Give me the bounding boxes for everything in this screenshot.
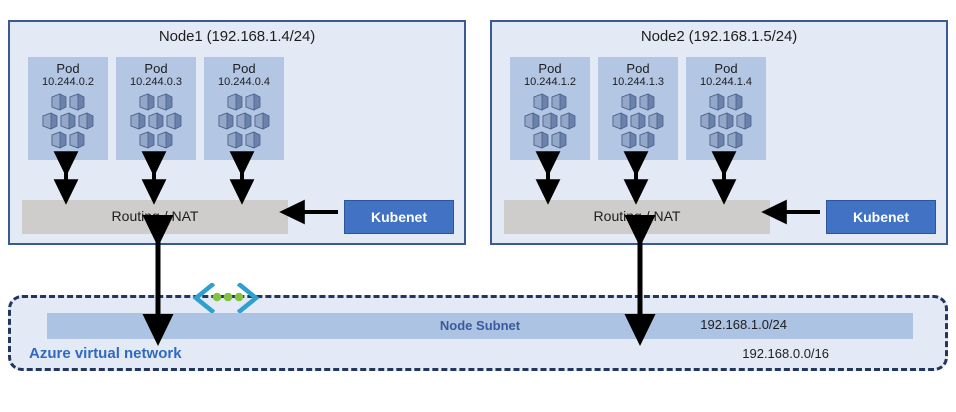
pod-ip: 10.244.1.3	[612, 76, 664, 88]
pod-label: Pod	[232, 61, 256, 76]
node-panel-node2: Node2 (192.168.1.5/24) Pod 10.244.1.2 Po…	[490, 20, 948, 245]
azure-virtual-network-panel: Node Subnet 192.168.1.0/24 Azure virtual…	[8, 295, 948, 371]
chevron-dots-icon	[192, 283, 260, 313]
pod-box: Pod 10.244.1.2	[510, 57, 590, 160]
pod-cluster-icon	[42, 93, 94, 149]
kubenet-label: Kubenet	[853, 209, 909, 225]
pod-label: Pod	[714, 61, 738, 76]
kubenet-box[interactable]: Kubenet	[826, 200, 936, 234]
kubenet-box[interactable]: Kubenet	[344, 200, 454, 234]
pod-cluster-icon	[524, 93, 576, 149]
pod-box: Pod 10.244.1.4	[686, 57, 766, 160]
pod-cluster-icon	[700, 93, 752, 149]
pod-box: Pod 10.244.0.2	[28, 57, 108, 160]
azure-vnet-cidr: 192.168.0.0/16	[742, 346, 829, 361]
node-title: Node2 (192.168.1.5/24)	[640, 28, 798, 45]
node-subnet-band: Node Subnet 192.168.1.0/24	[47, 313, 913, 339]
kubenet-label: Kubenet	[371, 209, 427, 225]
pod-ip: 10.244.0.3	[130, 76, 182, 88]
pod-ip: 10.244.1.2	[524, 76, 576, 88]
pod-ip: 10.244.1.4	[700, 76, 752, 88]
node-subnet-cidr: 192.168.1.0/24	[700, 317, 787, 332]
node-panel-node1: Node1 (192.168.1.4/24) Pod 10.244.0.2 Po…	[8, 20, 466, 245]
routing-nat-box: Routing / NAT	[22, 200, 288, 234]
node-subnet-label: Node Subnet	[439, 318, 521, 333]
routing-nat-box: Routing / NAT	[504, 200, 770, 234]
routing-nat-label: Routing / NAT	[593, 208, 681, 224]
pod-ip: 10.244.0.2	[42, 76, 94, 88]
pod-label: Pod	[56, 61, 80, 76]
pod-label: Pod	[144, 61, 168, 76]
pod-box: Pod 10.244.0.4	[204, 57, 284, 160]
pod-label: Pod	[626, 61, 650, 76]
azure-vnet-label: Azure virtual network	[29, 345, 182, 362]
pod-cluster-icon	[218, 93, 270, 149]
pod-cluster-icon	[612, 93, 664, 149]
pod-box: Pod 10.244.1.3	[598, 57, 678, 160]
node-title: Node1 (192.168.1.4/24)	[158, 28, 316, 45]
pod-ip: 10.244.0.4	[218, 76, 270, 88]
pod-cluster-icon	[130, 93, 182, 149]
pod-label: Pod	[538, 61, 562, 76]
pod-box: Pod 10.244.0.3	[116, 57, 196, 160]
routing-nat-label: Routing / NAT	[111, 208, 199, 224]
